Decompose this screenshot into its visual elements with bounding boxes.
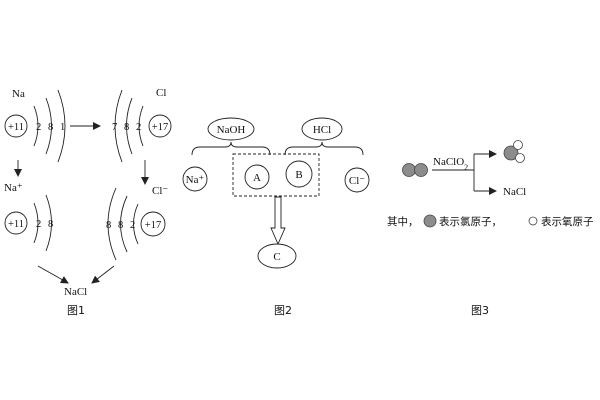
legend-cl-text: 表示氯原子， xyxy=(439,215,502,228)
figure-3: NaClO2 NaCl 其中， 表示氯原子， 表示氧原子 图3 xyxy=(387,140,594,317)
o-atom-icon xyxy=(515,153,525,163)
figure-1-caption: 图1 xyxy=(67,304,85,317)
cl-nucleus-charge: +17 xyxy=(152,122,168,133)
cl-ion-label: Cl⁻ xyxy=(152,185,168,197)
na-ion: Na⁺ +11 2 8 xyxy=(4,182,53,252)
na-atom-label: Na xyxy=(12,88,25,100)
naoh-label: NaOH xyxy=(217,124,246,136)
nacl-product-label: NaCl xyxy=(64,286,87,298)
cl-shell-arc-2 xyxy=(126,97,133,155)
cl-ion-shell-3: 2 xyxy=(130,220,135,231)
na-shell-arc-2 xyxy=(45,97,52,155)
cl-ion-to-nacl-arrow xyxy=(91,265,115,284)
cl-ion-shell-2: 8 xyxy=(118,220,123,231)
reaction-dashed-box xyxy=(232,153,320,197)
cl-shell-2: 8 xyxy=(124,122,129,133)
legend-prefix: 其中， xyxy=(387,215,419,228)
na-shell-2: 8 xyxy=(48,122,53,133)
cl-ion-label-2: Cl⁻ xyxy=(349,175,365,187)
b-label: B xyxy=(295,169,302,181)
na-ion-shell-2: 8 xyxy=(48,219,53,230)
na-ion-label-2: Na⁺ xyxy=(186,174,205,186)
cl-nucleus-circle xyxy=(148,114,172,138)
nacl-product-label-2: NaCl xyxy=(503,186,526,198)
figure-1: Na +11 2 8 1 Cl 7 8 2 +17 Na⁺ xyxy=(4,87,172,317)
cl-ion: Cl⁻ 8 8 2 +17 xyxy=(106,185,168,261)
cl-shell-3: 2 xyxy=(136,122,141,133)
cl-ion-nucleus-charge: +17 xyxy=(145,220,161,231)
hcl-label: HCl xyxy=(313,124,331,136)
cl-legend-icon xyxy=(423,214,437,228)
hcl-brace xyxy=(284,141,364,156)
a-circle xyxy=(244,164,270,190)
hollow-down-arrow xyxy=(270,196,286,246)
cl-ion-circle xyxy=(344,167,370,193)
cl-atom-label: Cl xyxy=(156,87,166,99)
na-ion-shell-arc-1 xyxy=(33,202,39,244)
na-nucleus-charge: +11 xyxy=(8,122,24,133)
naoh-brace xyxy=(191,141,271,156)
figure-3-caption: 图3 xyxy=(471,304,489,317)
na-shell-arc-3 xyxy=(57,89,66,163)
na-nucleus-circle xyxy=(4,114,28,138)
cl-atom-icon xyxy=(414,163,428,177)
c-ellipse xyxy=(257,243,297,269)
cl-ion-shell-arc-1 xyxy=(107,187,117,261)
cl-ion-shell-arc-3 xyxy=(133,203,139,245)
cl-shell-arc-3 xyxy=(138,105,144,147)
cl-atom-icon xyxy=(402,163,416,177)
na-ion-circle xyxy=(182,166,208,192)
cl-atom-icon xyxy=(503,145,519,161)
figure-2-caption: 图2 xyxy=(274,304,292,317)
a-label: A xyxy=(253,172,261,184)
na-shell-1: 2 xyxy=(36,122,41,133)
o-atom-icon xyxy=(513,140,523,150)
cl-atom: Cl 7 8 2 +17 xyxy=(112,87,172,163)
cl-ion-shell-arc-2 xyxy=(120,195,128,253)
hcl-ellipse xyxy=(301,117,343,141)
o-legend-icon xyxy=(528,216,538,226)
na-ion-label: Na⁺ xyxy=(4,182,23,194)
cl-ion-shell-1: 8 xyxy=(106,220,111,231)
c-label: C xyxy=(273,251,280,263)
na-ion-shell-1: 2 xyxy=(36,219,41,230)
na-atom: Na +11 2 8 1 xyxy=(4,88,66,163)
na-ion-nucleus-circle xyxy=(4,211,28,235)
na-shell-3: 1 xyxy=(60,122,65,133)
na-ion-shell-arc-2 xyxy=(45,194,52,252)
legend-o-text: 表示氧原子 xyxy=(541,215,594,228)
reagent-label: NaClO2 xyxy=(433,156,468,172)
figure-2: NaOH HCl Na⁺ A B Cl⁻ C 图2 xyxy=(182,117,370,317)
cl-shell-arc-1 xyxy=(114,89,123,163)
naoh-ellipse xyxy=(207,117,255,141)
cl-ion-nucleus-circle xyxy=(140,211,166,237)
b-circle xyxy=(285,160,313,188)
na-shell-arc-1 xyxy=(33,105,39,147)
cl-shell-1: 7 xyxy=(112,122,117,133)
na-ion-to-nacl-arrow xyxy=(37,265,69,284)
na-ion-nucleus-charge: +11 xyxy=(8,219,24,230)
